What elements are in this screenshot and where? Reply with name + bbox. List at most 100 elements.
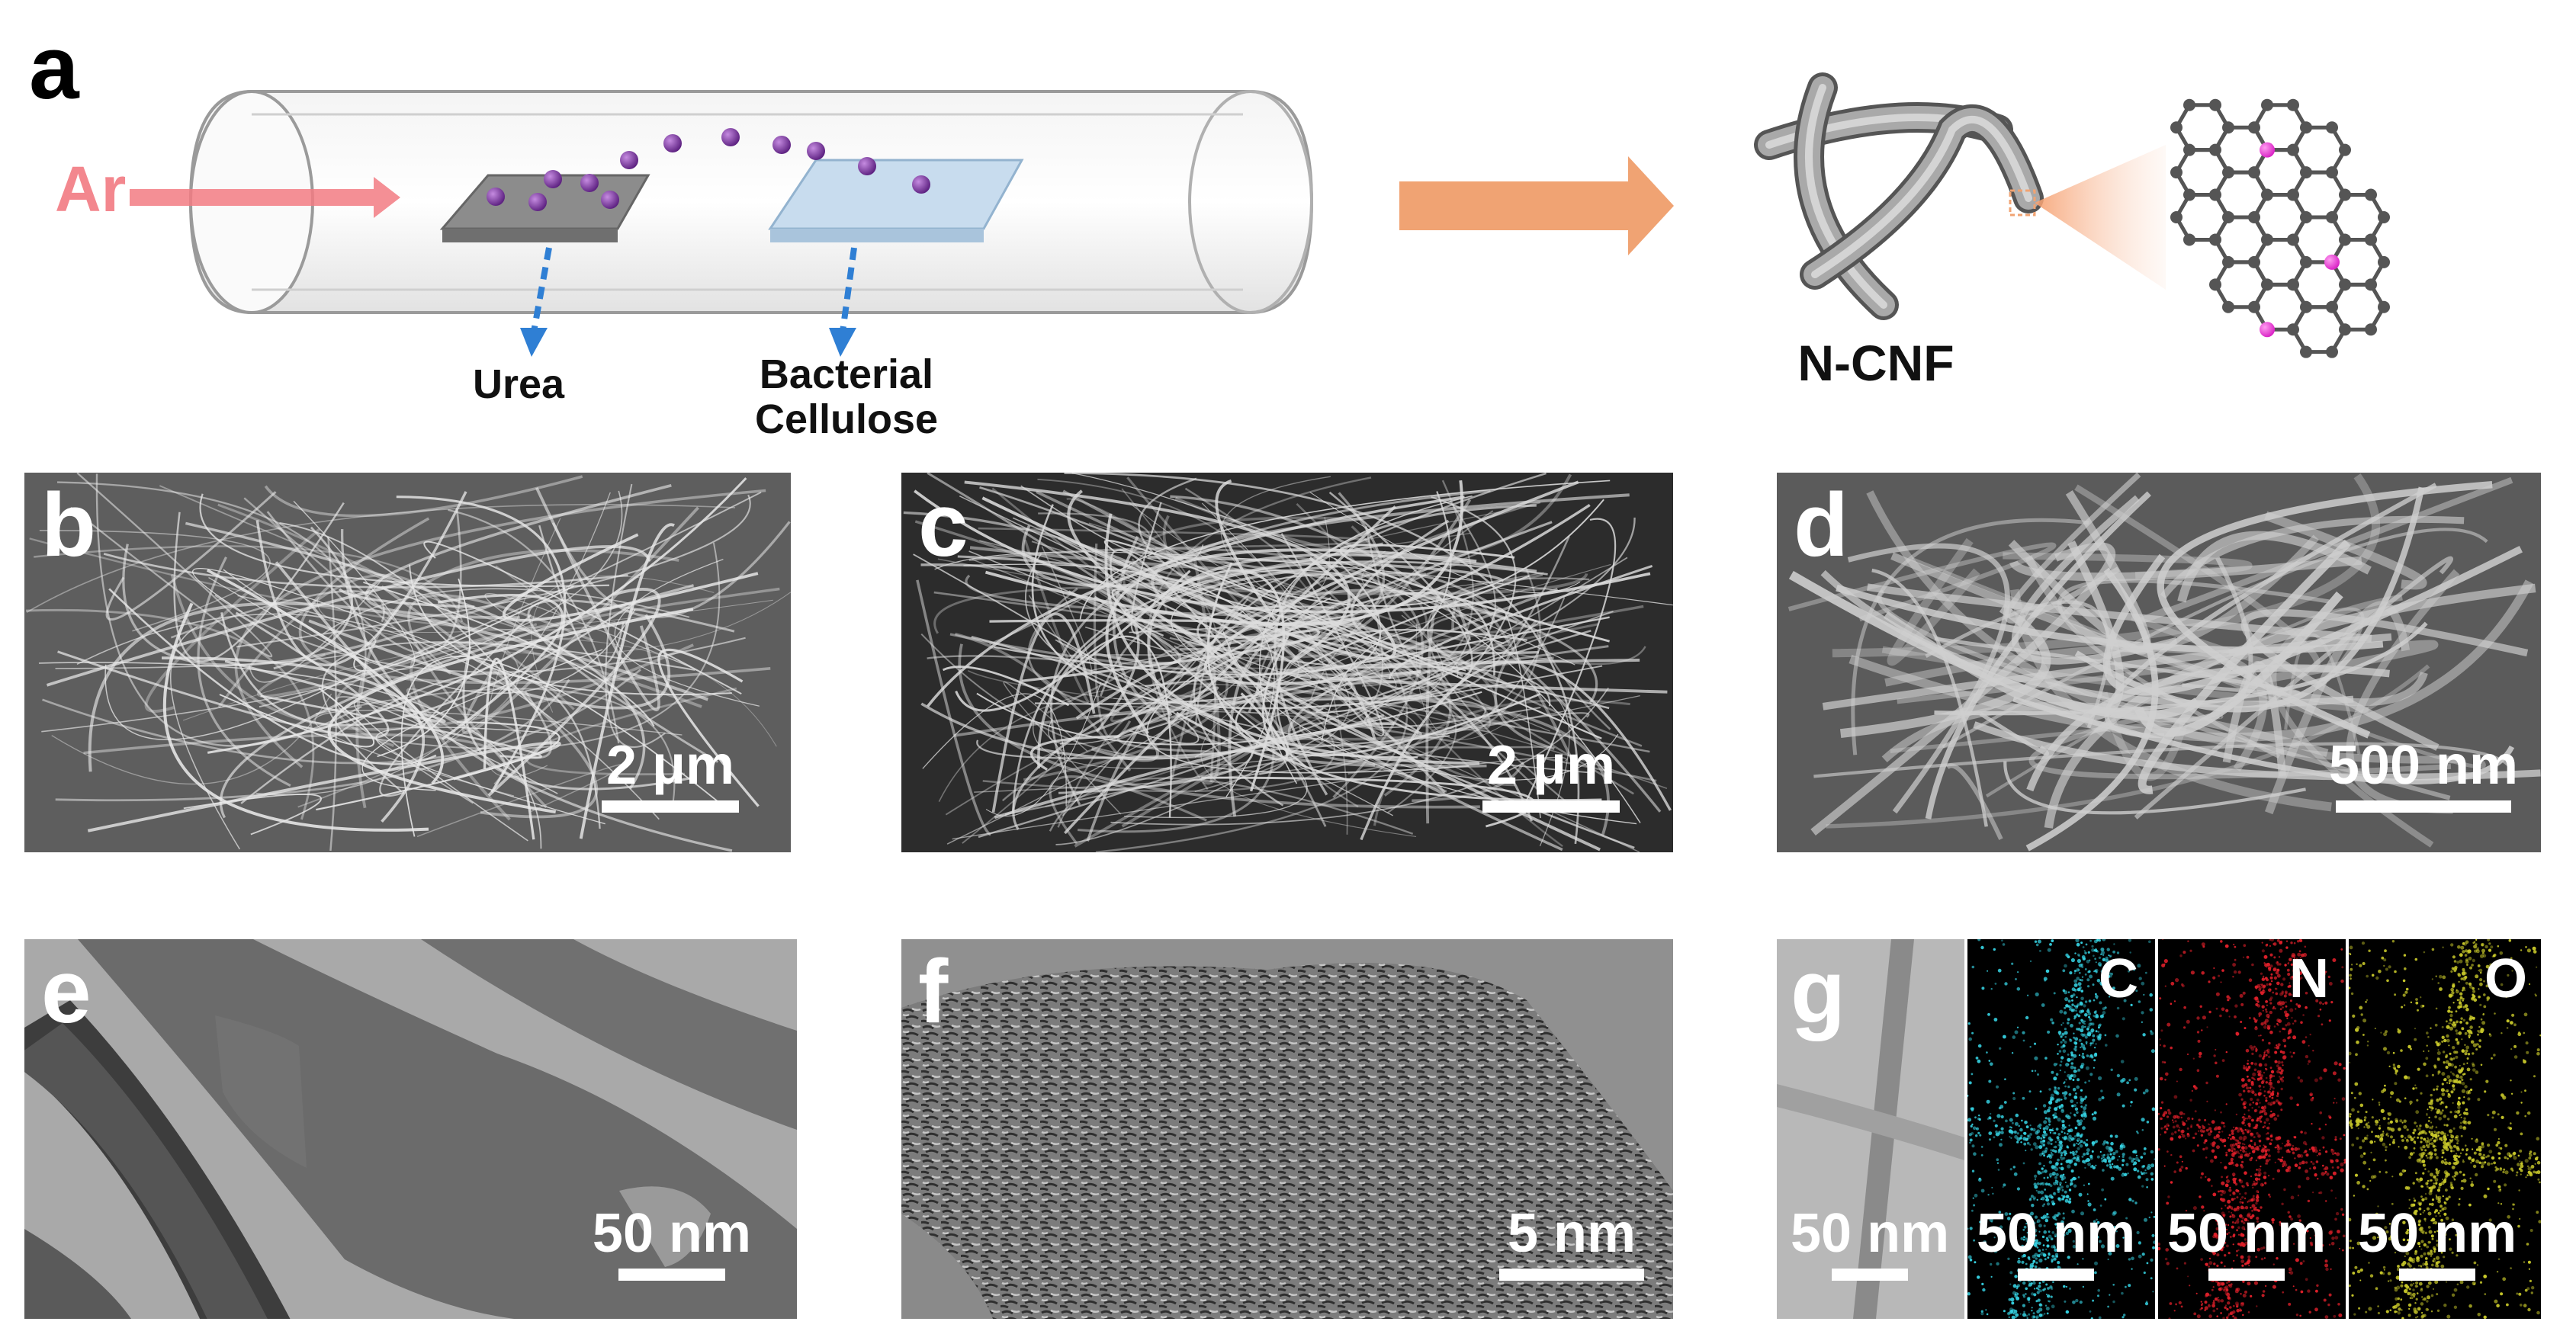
signal-dot [2244,1118,2247,1120]
signal-dot [2276,981,2280,986]
signal-dot [2459,1001,2462,1005]
signal-dot [2282,1160,2286,1164]
signal-dot [2405,1251,2410,1256]
fiber-strand [315,688,676,806]
signal-dot [2472,990,2476,993]
signal-dot [2249,1044,2253,1049]
signal-dot [2215,1074,2219,1078]
signal-dot [2100,953,2102,955]
signal-dot [2166,1262,2170,1265]
signal-dot [1990,1062,1993,1067]
signal-dot [2212,1301,2215,1304]
signal-dot [2069,1008,2072,1011]
signal-dot [2507,974,2510,977]
signal-dot [2401,1309,2403,1311]
signal-dot [2131,1199,2134,1203]
signal-dot [2251,1210,2253,1212]
signal-dot [2048,1230,2051,1233]
signal-dot [2334,1136,2337,1139]
signal-dot [2233,943,2235,946]
signal-dot [2048,1123,2051,1126]
signal-dot [2285,1001,2287,1003]
signal-dot [2387,1272,2391,1275]
signal-dot [2269,1067,2272,1070]
signal-dot [2423,1297,2427,1301]
signal-dot [2041,1182,2045,1186]
signal-dot [2266,1090,2270,1094]
signal-dot [2527,1307,2531,1312]
signal-dot [2218,1131,2221,1134]
signal-dot [2263,1155,2266,1159]
signal-dot [2255,1256,2258,1259]
signal-dot [2435,1145,2437,1147]
signal-dot [2259,1076,2263,1080]
signal-dot [2276,974,2281,978]
signal-dot [2260,983,2263,986]
signal-dot [2421,1198,2425,1201]
carbon-atom [2287,278,2299,291]
carbon-atom [2300,255,2312,268]
signal-dot [2050,1237,2054,1240]
signal-dot [2060,1156,2062,1159]
signal-dot [2185,1209,2188,1212]
signal-dot [2297,1004,2301,1009]
signal-dot [2295,1288,2298,1291]
signal-dot [2297,1147,2300,1150]
signal-dot [2032,1127,2036,1132]
signal-dot [2539,1181,2541,1184]
fiber-strand [1431,496,1517,709]
signal-dot [2429,1151,2433,1156]
signal-dot [2083,1004,2086,1008]
signal-dot [2054,1086,2057,1089]
signal-dot [2458,1006,2461,1009]
signal-dot [2458,1031,2462,1035]
signal-dot [2308,1310,2311,1314]
signal-dot [2266,1048,2270,1052]
signal-dot [2443,1170,2448,1175]
scale-bar-g1: 50 nm [1791,1206,1949,1281]
signal-dot [2099,1023,2102,1026]
signal-dot [2269,1079,2272,1082]
signal-dot [2363,1119,2366,1121]
signal-dot [2452,967,2458,971]
signal-dot [2040,1252,2044,1256]
fiber-strand [2284,633,2361,755]
signal-dot [2391,1202,2394,1205]
signal-dot [2070,1099,2074,1103]
signal-dot [2327,1115,2331,1118]
signal-dot [2122,1153,2125,1156]
signal-dot [2178,1127,2181,1129]
signal-dot [2400,1299,2402,1301]
signal-dot [2263,1054,2266,1056]
signal-dot [2460,1017,2463,1020]
signal-dot [2038,1289,2042,1293]
signal-dot [2243,1135,2247,1140]
signal-dot [2010,1131,2014,1134]
signal-dot [2073,988,2077,992]
signal-dot [2504,994,2509,998]
signal-dot [2009,1136,2011,1138]
signal-dot [2403,1004,2406,1006]
signal-dot [2530,1165,2535,1169]
signal-dot [2028,1235,2032,1238]
signal-dot [2083,1022,2086,1025]
signal-dot [2453,1157,2458,1162]
signal-dot [2300,1021,2303,1024]
signal-dot [2301,1160,2305,1165]
signal-dot [2199,1051,2202,1056]
signal-dot [2369,1140,2374,1144]
signal-dot [2029,1144,2032,1146]
signal-dot [2263,1086,2265,1088]
panel-letter-g: g [1791,941,1846,1042]
signal-dot [2038,1249,2041,1253]
signal-dot [2122,1316,2125,1319]
signal-dot [2043,1288,2047,1291]
fiber-strand [1308,597,1566,735]
fiber-strand [57,611,390,739]
signal-dot [2421,1314,2425,1318]
signal-dot [2054,1248,2057,1252]
signal-dot [2022,1228,2025,1231]
signal-dot [2536,1048,2540,1052]
signal-dot [2461,1089,2465,1093]
signal-dot [2457,1155,2461,1158]
